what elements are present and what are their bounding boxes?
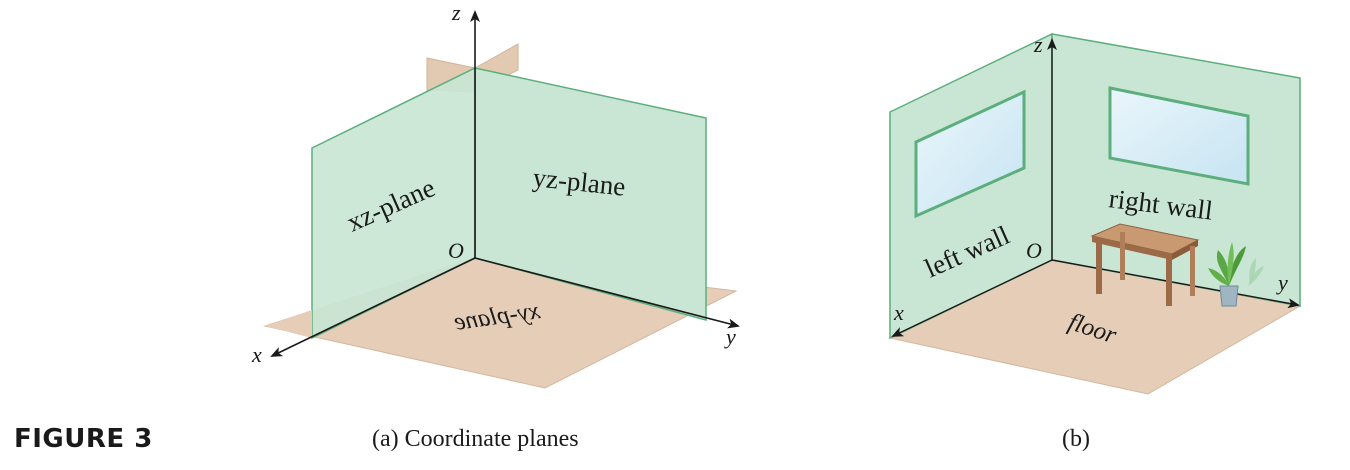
xy-plane-front bbox=[265, 310, 312, 338]
caption-a: (a) Coordinate planes bbox=[372, 426, 579, 452]
figure-label: FIGURE 3 bbox=[14, 424, 153, 454]
left-window bbox=[914, 89, 1026, 219]
y-axis bbox=[474, 257, 740, 329]
z-axis-label: z bbox=[451, 0, 461, 25]
z-axis-label-b: z bbox=[1033, 32, 1043, 57]
panel-a: z y x O xz-plane yz-plane xy-plane bbox=[251, 0, 740, 389]
y-axis-b bbox=[1051, 259, 1300, 309]
x-axis-label: x bbox=[251, 342, 262, 367]
right-window bbox=[1108, 86, 1250, 186]
origin-label-b: O bbox=[1026, 238, 1042, 263]
x-axis-label-b: x bbox=[893, 300, 904, 325]
caption-b: (b) bbox=[1062, 426, 1090, 452]
table bbox=[1090, 223, 1200, 306]
y-axis-label: y bbox=[724, 324, 736, 349]
origin-label: O bbox=[448, 238, 464, 263]
y-axis-label-b: y bbox=[1276, 270, 1288, 295]
x-axis bbox=[270, 257, 476, 357]
panel-b: z y x O left wall right wall floor bbox=[888, 32, 1302, 395]
plant bbox=[1208, 242, 1264, 307]
x-axis-b bbox=[891, 259, 1053, 337]
